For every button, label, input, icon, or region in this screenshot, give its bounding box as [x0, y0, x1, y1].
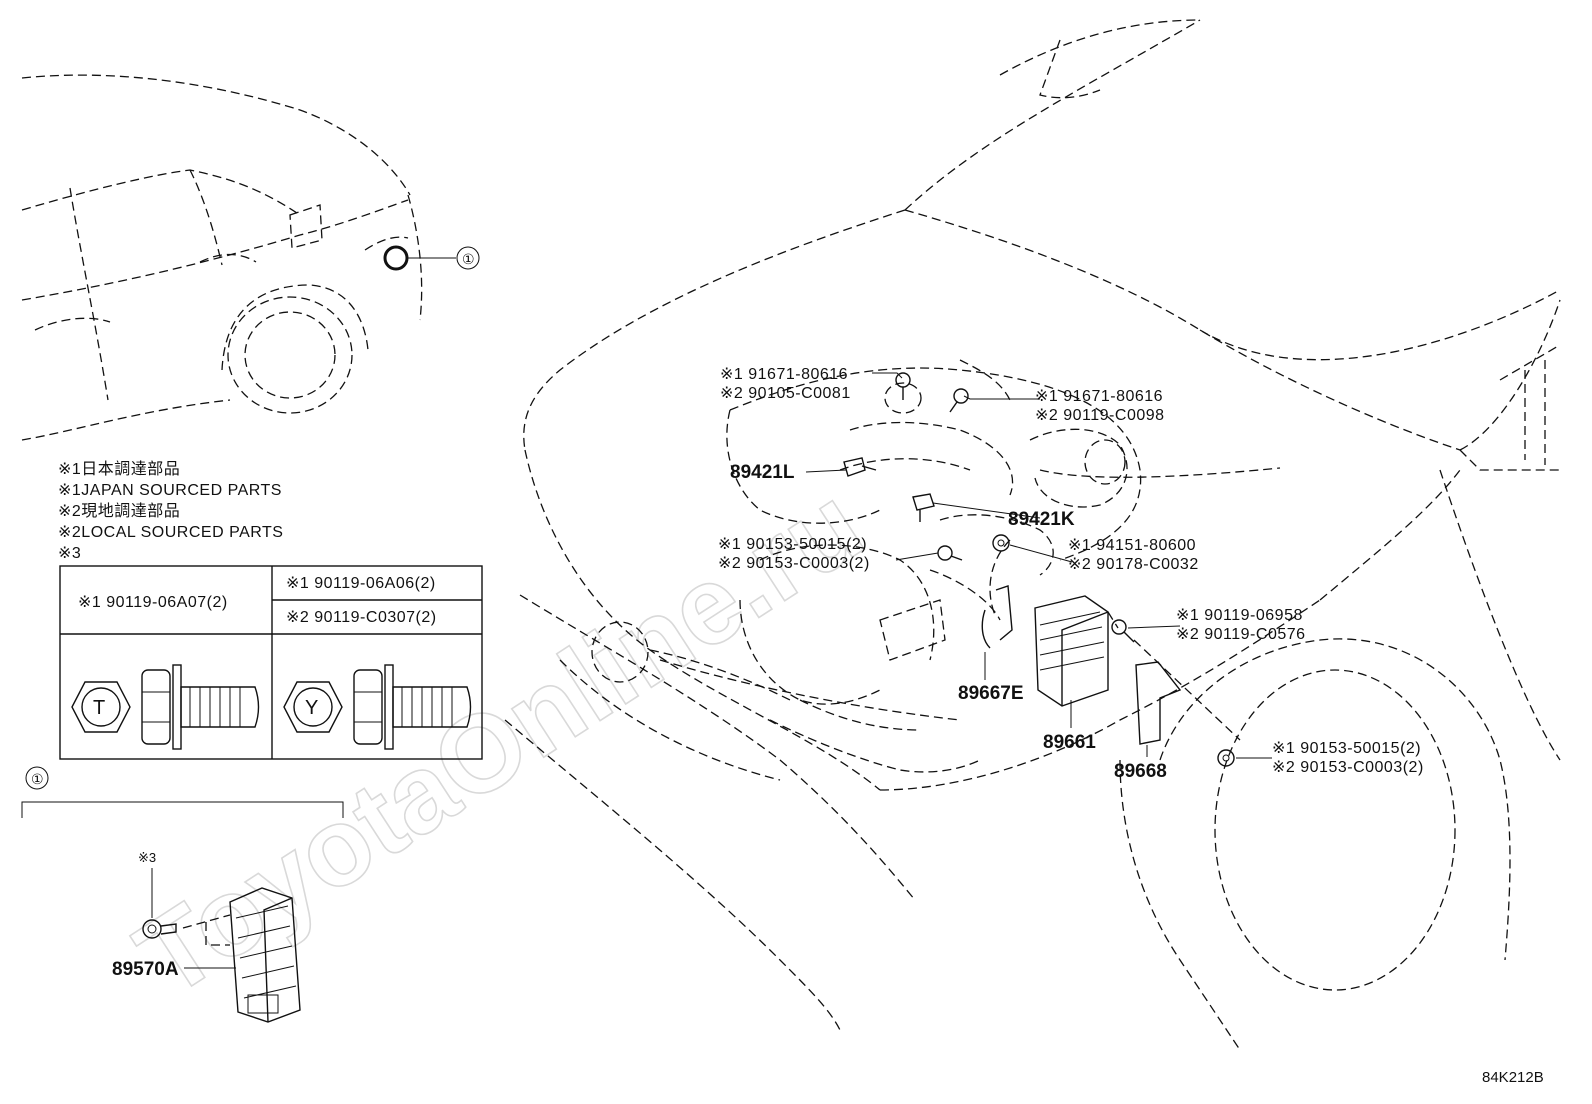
table-ref-left: ※1 90119-06A07(2): [78, 594, 228, 611]
sensor-89421l: [843, 457, 877, 477]
callout-circle: [25, 766, 49, 790]
bracket-89667e: [981, 585, 1013, 649]
leader-lines: [805, 372, 1272, 759]
fastener-e: [1111, 619, 1135, 643]
sensor-location-mark: [383, 245, 409, 271]
fastener-c: [937, 545, 963, 561]
legend-line-4: ※2LOCAL SOURCED PARTS: [58, 524, 283, 541]
rear-car-outline: [21, 74, 423, 441]
front-car-outline: [504, 19, 1561, 1051]
fastener-b: [949, 388, 969, 413]
ref-e2: ※2 90119-C0576: [1176, 626, 1306, 643]
part-89667e: 89667E: [958, 683, 1024, 704]
head-mark-y: Y: [305, 697, 318, 719]
callout-1-top: ①: [462, 251, 475, 267]
table-ref-right-1: ※1 90119-06A06(2): [286, 575, 436, 592]
install-line: [1107, 611, 1119, 629]
detail-bracket: [21, 801, 344, 818]
ref-a1: ※1 91671-80616: [720, 366, 848, 383]
ecu-89661: [1034, 595, 1109, 707]
computer-module-89570a: [229, 887, 301, 1023]
part-89421k: 89421K: [1008, 509, 1075, 530]
ref-a2: ※2 90105-C0081: [720, 385, 851, 402]
callout-1-detail: ①: [31, 771, 44, 787]
part-89421l: 89421L: [730, 462, 795, 483]
ref-c1: ※1 90153-50015(2): [718, 536, 867, 553]
callout-circle: [456, 246, 480, 270]
ref-c2: ※2 90153-C0003(2): [718, 555, 870, 572]
engine-bay-components: [726, 359, 1281, 773]
legend-line-3: ※2現地調達部品: [58, 502, 180, 520]
head-mark-t: T: [93, 697, 105, 719]
ref-b1: ※1 91671-80616: [1035, 388, 1163, 405]
ref-f1: ※1 90153-50015(2): [1272, 740, 1421, 757]
part-89661: 89661: [1043, 732, 1096, 753]
ref-d1: ※1 94151-80600: [1068, 537, 1196, 554]
fastener-d: [992, 534, 1010, 552]
bolt-small: [142, 919, 177, 939]
install-line: [182, 914, 231, 946]
table-ref-right-2: ※2 90119-C0307(2): [286, 609, 437, 626]
fastener-a: [895, 372, 911, 400]
part-89668: 89668: [1114, 761, 1167, 782]
install-line: [1133, 639, 1241, 741]
bolt-reference-table: [59, 565, 483, 760]
fastener-f: [1217, 749, 1235, 767]
ref-b2: ※2 90119-C0098: [1035, 407, 1165, 424]
ref-f2: ※2 90153-C0003(2): [1272, 759, 1424, 776]
part-89570a: 89570A: [112, 959, 179, 980]
bolt-y-drawing: [283, 664, 472, 750]
sensor-89421k: [912, 493, 935, 522]
ref-d2: ※2 90178-C0032: [1068, 556, 1199, 573]
bolt-t-drawing: [71, 664, 260, 750]
diagram-code: 84K212B: [1482, 1069, 1544, 1086]
legend-line-5: ※3: [58, 545, 81, 562]
detail-mark: ※3: [138, 850, 156, 865]
ref-e1: ※1 90119-06958: [1176, 607, 1303, 624]
legend-line-1: ※1日本調達部品: [58, 460, 180, 478]
legend-line-2: ※1JAPAN SOURCED PARTS: [58, 482, 282, 499]
